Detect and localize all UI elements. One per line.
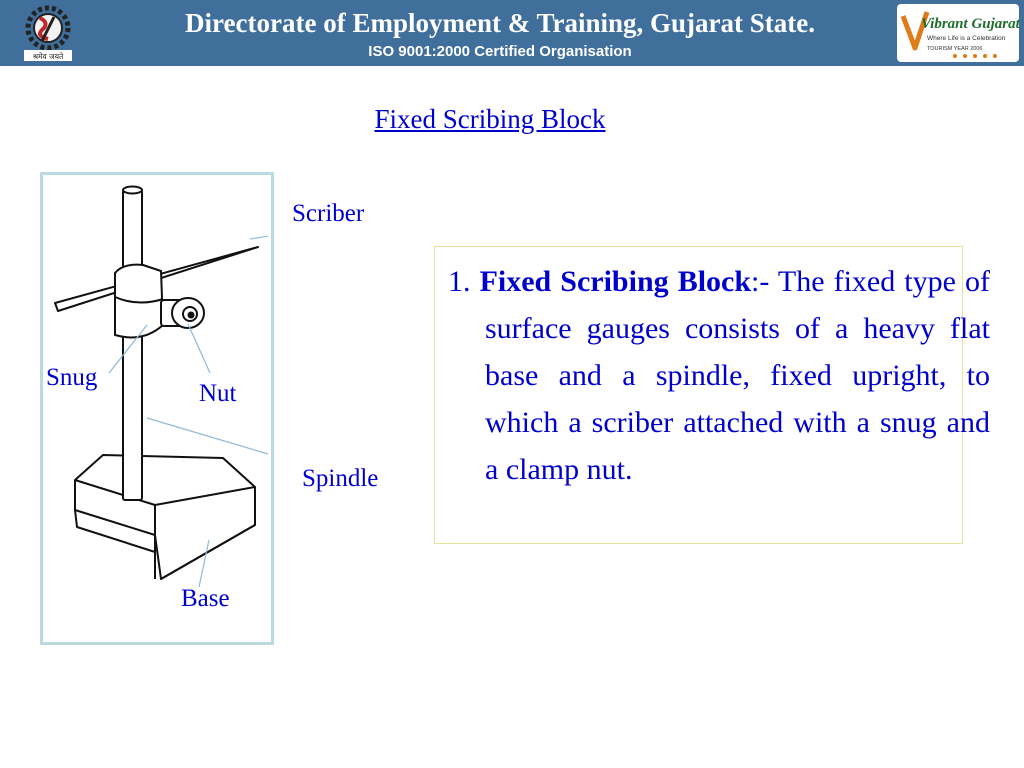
- slide-title: Fixed Scribing Block: [374, 104, 606, 134]
- diagram-frame: [40, 172, 274, 645]
- nut-shape: [160, 297, 205, 329]
- left-logo-caption: श्रमेव जयते: [33, 52, 64, 61]
- right-logo-year: TOURISM YEAR 2006: [927, 46, 982, 52]
- description-box: [434, 246, 963, 544]
- gear-logo-icon: श्रमेव जयते: [24, 5, 72, 61]
- item-number: 1.: [448, 265, 471, 298]
- base-label: Base: [181, 585, 230, 612]
- nut-label: Nut: [199, 380, 237, 407]
- header-title: Directorate of Employment & Training, Gu…: [185, 8, 815, 38]
- description-text: The fixed type of surface gauges consist…: [485, 265, 990, 486]
- snug-label: Snug: [46, 364, 98, 391]
- right-logo-name: Vibrant Gujarat: [921, 16, 1019, 32]
- term-separator: :-: [751, 265, 770, 298]
- snug-shape: [114, 263, 164, 339]
- spindle-label: Spindle: [302, 465, 379, 492]
- scriber-label: Scriber: [292, 200, 365, 227]
- vibrant-gujarat-logo-icon: Vibrant Gujarat Where Life is a Celebrat…: [897, 4, 1019, 62]
- scribing-block-illustration: [54, 185, 268, 588]
- header-banner: श्रमेव जयते Directorate of Employment & …: [0, 0, 1024, 66]
- description-paragraph: 1. Fixed Scribing Block:- The fixed type…: [448, 258, 990, 493]
- base-shape: [74, 454, 256, 580]
- right-logo-tagline: Where Life is a Celebration: [927, 35, 1006, 42]
- term-bold: Fixed Scribing Block: [479, 265, 752, 298]
- leader-lines: [108, 235, 268, 588]
- header-subtitle: ISO 9001:2000 Certified Organisation: [368, 43, 632, 60]
